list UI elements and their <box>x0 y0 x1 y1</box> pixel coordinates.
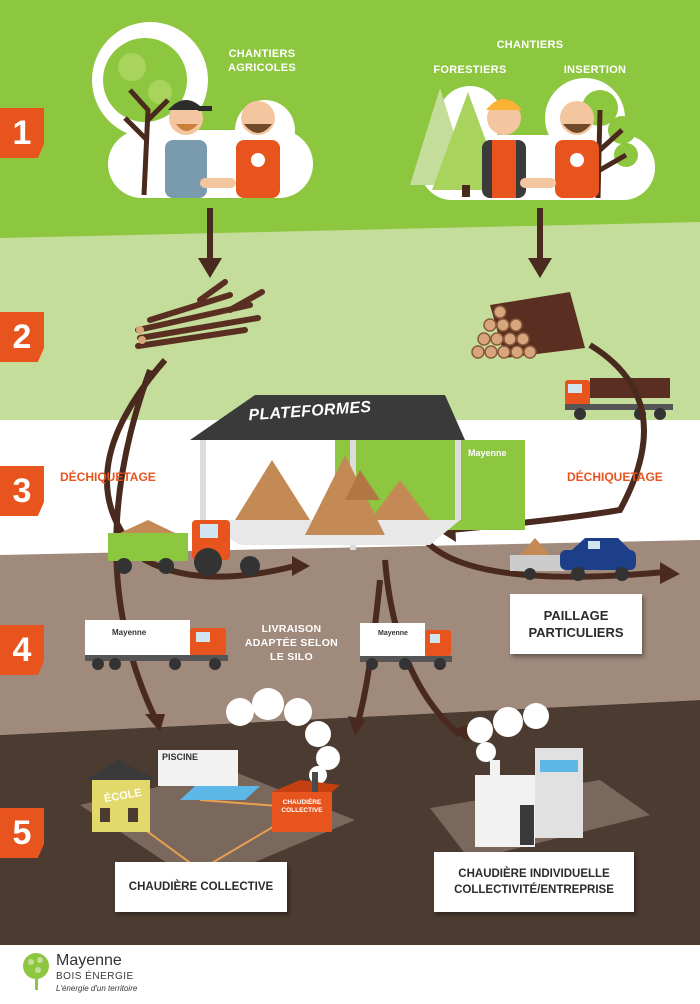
boiler-room-icon <box>272 772 340 832</box>
label-insertion: INSERTION <box>563 64 627 76</box>
tractor-icon <box>108 520 260 576</box>
card-chaudiere-collective: CHAUDIÈRE COLLECTIVE <box>115 862 287 912</box>
smoke-individual-icon <box>467 703 549 762</box>
pool-building-icon <box>158 750 260 800</box>
shed-logo: Mayenne <box>468 448 507 458</box>
school-building-icon <box>85 760 157 832</box>
mayenne-bois-energie-logo: Mayenne BOIS ÉNERGIE L'énergie d'un terr… <box>20 950 160 998</box>
worker-orange-2-icon <box>555 101 599 198</box>
smoke-collective-icon <box>226 688 340 784</box>
label-chantiers-agricoles: CHANTIERS AGRICOLES <box>227 48 297 74</box>
truck-right-logo: Mayenne <box>378 630 408 637</box>
log-truck-icon <box>565 378 673 420</box>
label-chantiers: CHANTIERS <box>496 39 564 51</box>
forester-icon <box>482 99 526 198</box>
arrow-down-right-icon <box>528 208 552 278</box>
label-dechiquetage-right: DÉCHIQUETAGE <box>567 470 663 484</box>
label-forestiers: FORESTIERS <box>433 64 507 76</box>
logs-pile-icon <box>471 292 585 359</box>
worker-orange-1-icon <box>236 101 280 198</box>
label-livraison: LIVRAISON ADAPTÉE SELON LE SILO <box>244 623 339 663</box>
branches-pile-icon <box>135 279 265 349</box>
label-dechiquetage-left: DÉCHIQUETAGE <box>60 470 156 484</box>
car-trailer-icon <box>510 538 636 581</box>
plateformes-shed-icon <box>190 395 525 550</box>
step-number-5: 5 <box>0 808 44 858</box>
label-chaufferie: CHAUDIÈRE COLLECTIVE <box>281 799 323 814</box>
tree-logo-icon <box>23 953 49 990</box>
arrow-down-left-icon <box>198 208 222 278</box>
card-paillage: PAILLAGE PARTICULIERS <box>510 594 642 654</box>
band-step-2 <box>0 222 700 420</box>
card-chaudiere-individuelle: CHAUDIÈRE INDIVIDUELLE COLLECTIVITÉ/ENTR… <box>434 852 634 912</box>
logo-brand-sub: BOIS ÉNERGIE <box>56 971 134 982</box>
step-number-1: 1 <box>0 108 44 158</box>
delivery-truck-left-icon <box>85 620 228 670</box>
step-number-4: 4 <box>0 625 44 675</box>
band-step-4 <box>0 540 700 735</box>
step-number-2: 2 <box>0 312 44 362</box>
tree-left-icon <box>103 38 187 196</box>
label-piscine: PISCINE <box>162 752 199 762</box>
truck-left-logo: Mayenne <box>112 628 147 637</box>
delivery-truck-right-icon <box>360 623 452 670</box>
logo-brand: Mayenne <box>56 952 122 969</box>
footer-band <box>0 945 700 1004</box>
company-building-icon <box>475 748 583 847</box>
logo-tagline: L'énergie d'un territoire <box>56 984 138 993</box>
step-number-3: 3 <box>0 466 44 516</box>
farmer-icon <box>165 100 212 198</box>
